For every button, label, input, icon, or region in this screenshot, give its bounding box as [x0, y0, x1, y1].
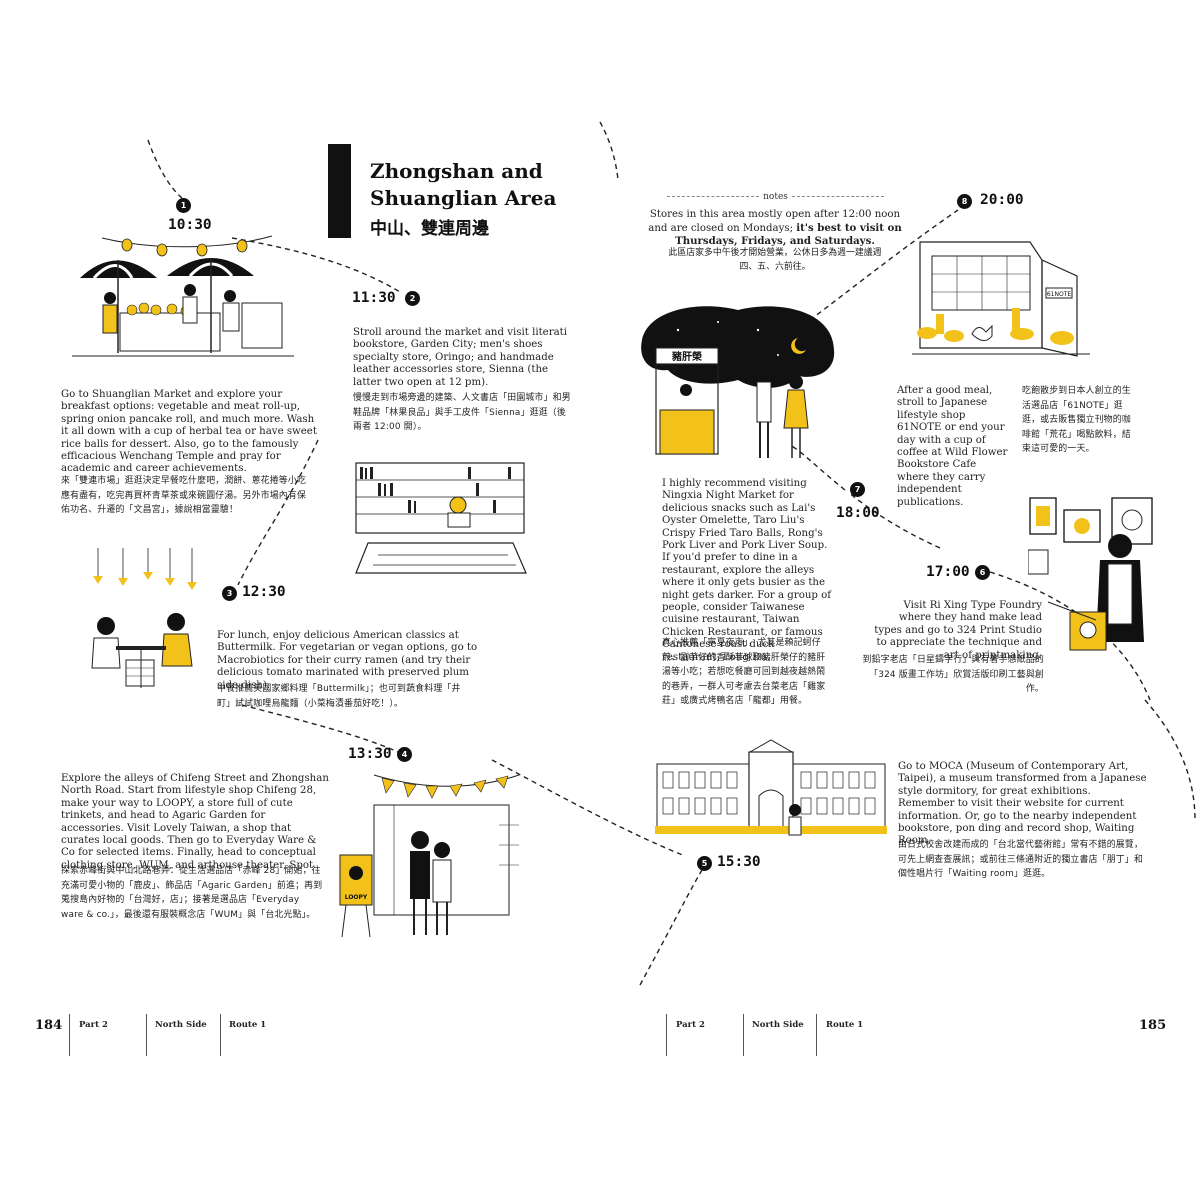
bookstore-illustration	[355, 462, 527, 574]
shop-61-sign-text: 61NOTE	[1047, 291, 1072, 298]
footer-divider	[743, 1014, 744, 1056]
market-illustration	[72, 235, 294, 357]
stop-text-5: Go to MOCA (Museum of Contemporary Art, …	[898, 761, 1147, 847]
notes-text-zh: 此區店家多中午後才開始營業，公休日多為週一建議週四、五、六前往。	[668, 248, 882, 272]
stop-time-1: 10:30	[168, 217, 212, 233]
stop-time-7: 18:00	[836, 505, 880, 521]
stop-text-zh-1: 來「雙連市場」逛逛決定早餐吃什麼吧，潤餅、蔥花捲等小吃應有盡有，吃完再買杯青草茶…	[61, 476, 307, 516]
stop-time-8: 20:00	[980, 192, 1024, 208]
print-studio-illustration	[1028, 497, 1153, 651]
moca-illustration	[655, 739, 887, 836]
stop-time-3: 12:30	[242, 584, 286, 600]
footer-divider	[146, 1014, 147, 1056]
footer-part-left: Part 2	[79, 1020, 108, 1030]
stop-time-6: 17:00	[926, 564, 970, 580]
stop-text-zh-5: 由日式校舍改建而成的「台北當代藝術館」常有不錯的展覽，可先上網查查展訊；或前往三…	[898, 840, 1144, 880]
page-number-right: 185	[1139, 1018, 1167, 1033]
stop-text-7: I highly recommend visiting Ningxia Nigh…	[662, 478, 832, 663]
stop-time-4: 13:30	[348, 746, 392, 762]
stop-badge-5: 5	[697, 856, 712, 871]
night-market-illustration: 豬肝榮	[641, 306, 835, 458]
footer-part-right: Part 2	[676, 1020, 705, 1030]
notes-bold: it's best to visit on Thursdays, Fridays…	[675, 221, 902, 248]
footer-route-left: Route 1	[229, 1020, 267, 1030]
footer-route-right: Route 1	[826, 1020, 864, 1030]
stop-text-zh-6: 到鉛字老店「日星鑄字行」與有著手感紙品的「324 版畫工作坊」欣賞活版印刷工藝與…	[862, 655, 1044, 695]
footer-side-left: North Side	[155, 1020, 207, 1030]
footer-divider	[666, 1014, 667, 1056]
page-title-zh: 中山、雙連周邊	[370, 219, 489, 239]
stop-text-zh-3: 中餐推薦美國家鄉料理「Buttermilk」；也可到蔬食料理「井町」試試咖哩烏龍…	[217, 684, 461, 709]
page-number-left: 184	[35, 1018, 63, 1033]
stop-text-4: Explore the alleys of Chifeng Street and…	[61, 773, 329, 871]
notes-text: Stores in this area mostly open after 12…	[648, 209, 902, 248]
stop-badge-7: 7	[850, 482, 865, 497]
lunch-illustration	[91, 548, 197, 688]
loopy-sign-text: LOOPY	[345, 894, 368, 901]
title-bar	[328, 144, 351, 238]
stop-badge-3: 3	[222, 586, 237, 601]
stop-text-zh-8: 吃飽散步到日本人創立的生活選品店「61NOTE」逛逛，或去販售獨立刊物的咖啡館「…	[1022, 386, 1131, 455]
title-line-2: Shuanglian Area	[370, 186, 557, 210]
footer-side-right: North Side	[752, 1020, 804, 1030]
stop-text-zh-4: 探索赤峰街與中山北路巷弄：從生活選品店「赤峰 28」開始，往充滿可愛小物的「鹿皮…	[61, 866, 323, 920]
stop-badge-1: 1	[176, 198, 191, 213]
stop-text-3: For lunch, enjoy delicious American clas…	[217, 630, 478, 691]
stop-time-2: 11:30	[352, 290, 396, 306]
stop-text-2: Stroll around the market and visit liter…	[353, 327, 568, 388]
stop-text-8: After a good meal, stroll to Japanese li…	[897, 385, 1008, 508]
stop-text-zh-7: 真心推薦「寧夏夜市」，尤其是賴記蚵仔煎、劉芋仔的香酥芋球和豬肝榮仔的豬肝湯等小吃…	[662, 638, 826, 707]
page-title: Zhongshan and Shuanglian Area	[370, 158, 600, 212]
footer-divider	[220, 1014, 221, 1056]
stop-badge-8: 8	[957, 194, 972, 209]
footer-divider	[816, 1014, 817, 1056]
night-stall-sign-text: 豬肝榮	[671, 350, 702, 363]
stop-text-6: Visit Ri Xing Type Foundry where they ha…	[874, 600, 1042, 661]
notes-label: notes	[648, 192, 903, 202]
title-line-1: Zhongshan and	[370, 159, 543, 183]
stop-badge-2: 2	[405, 291, 420, 306]
stop-time-5: 15:30	[717, 854, 761, 870]
stop-badge-6: 6	[975, 565, 990, 580]
stop-text-1: Go to Shuanglian Market and explore your…	[61, 389, 317, 475]
stop-text-zh-2: 慢慢走到市場旁邊的建築、人文書店「田園城市」和男鞋品牌「林果良品」與手工皮件「S…	[353, 393, 571, 433]
shop-61note-illustration: 61NOTE	[912, 241, 1090, 357]
shop-illustration: LOOPY	[339, 774, 520, 938]
stop-badge-4: 4	[397, 747, 412, 762]
footer-divider	[69, 1014, 70, 1056]
